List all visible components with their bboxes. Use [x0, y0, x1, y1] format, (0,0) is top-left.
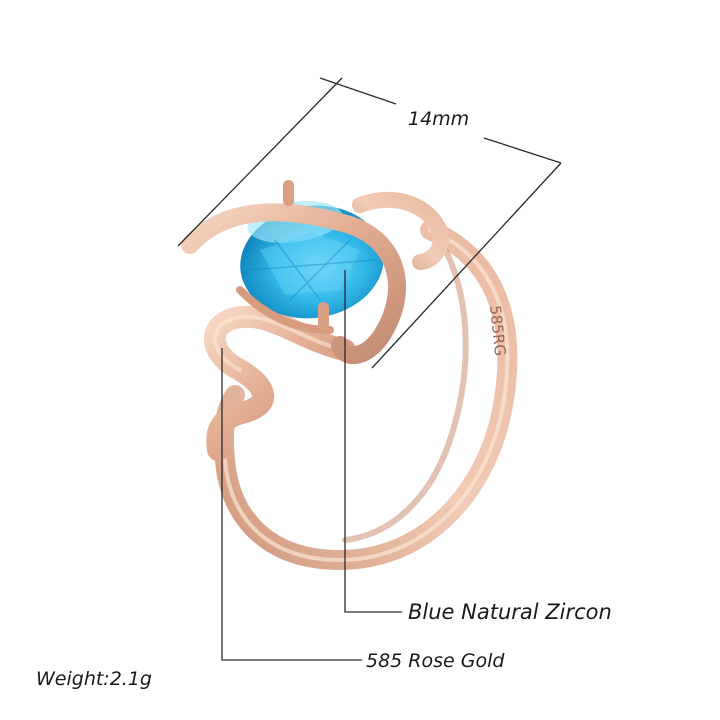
- dimension-lines: [177, 77, 562, 369]
- wavy-arm: [204, 305, 356, 461]
- zircon-gem: [240, 201, 384, 319]
- weight-label: Weight:2.1g: [36, 668, 152, 690]
- metal-callout-label: 585 Rose Gold: [366, 650, 505, 672]
- swirl-setting: [181, 191, 449, 364]
- engraving-text: 585RG: [486, 305, 509, 357]
- callout-lines: [221, 270, 402, 661]
- ring-band: [213, 220, 518, 571]
- prongs: [283, 180, 329, 330]
- stone-callout-label: Blue Natural Zircon: [408, 600, 612, 624]
- dimension-label: 14mm: [408, 108, 470, 130]
